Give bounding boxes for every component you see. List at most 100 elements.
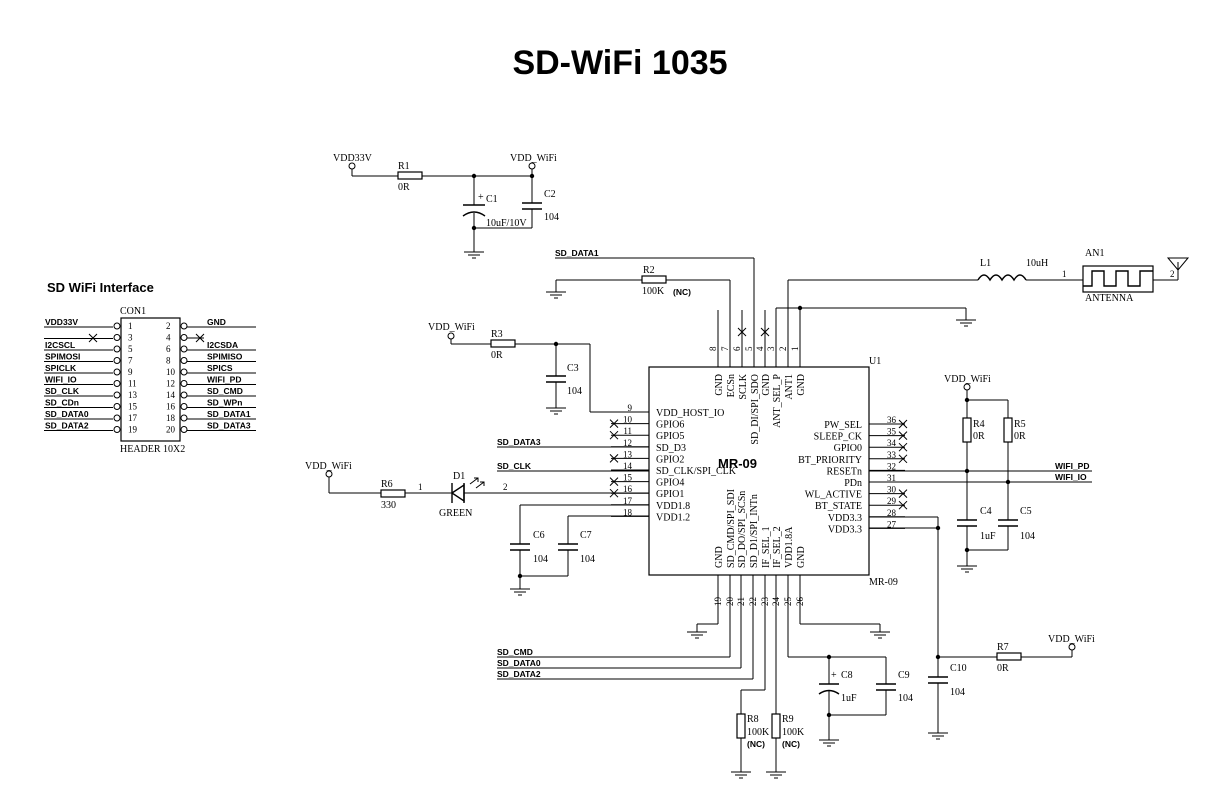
r6-value: 330 bbox=[381, 500, 396, 511]
core-supply-caps: C6 104 C7 104 bbox=[510, 504, 649, 596]
con1-pin-number: 20 bbox=[166, 425, 176, 435]
u1-right-pin-name: WL_ACTIVE bbox=[805, 490, 862, 501]
u1-right-pin-name: GPIO0 bbox=[834, 443, 862, 454]
con1-right-label: SD_DATA3 bbox=[207, 421, 251, 431]
led-light-icon bbox=[469, 477, 485, 489]
con1-left-label: VDD33V bbox=[45, 317, 78, 327]
c8-ref: C8 bbox=[841, 670, 853, 681]
ground-symbol bbox=[870, 631, 890, 639]
r4-resistor bbox=[962, 417, 972, 443]
net-label-sd-data1: SD_DATA1 bbox=[555, 248, 599, 258]
vdd33-supply: R7 0R VDD_WiFi C10 104 bbox=[869, 516, 1095, 740]
junction bbox=[517, 573, 523, 579]
sd-wifi-interface: SD WiFi Interface CON1 HEADER 10X2 1VDD3… bbox=[44, 280, 256, 455]
u1-left-pin-number: 16 bbox=[623, 484, 633, 494]
r3-ref: R3 bbox=[491, 329, 503, 340]
right-reset-section: VDD_WiFi R4 0R R5 0R WIFI_PD WIFI_IO C4 … bbox=[869, 374, 1092, 573]
r9-ref: R9 bbox=[782, 714, 794, 725]
c6-value: 104 bbox=[533, 554, 548, 565]
top-left-section: SD_DATA1 R2 100K (NC) bbox=[546, 248, 755, 310]
c9-ref: C9 bbox=[898, 670, 910, 681]
u1-bottom-pin-name: GND bbox=[796, 546, 807, 568]
an1-pin1: 1 bbox=[1062, 269, 1067, 279]
r7-resistor bbox=[996, 652, 1022, 661]
con1-pin-socket bbox=[113, 380, 121, 387]
u1-right-pin-number: 34 bbox=[887, 438, 897, 448]
ground-symbol bbox=[766, 771, 786, 779]
vdd-wifi-label: VDD_WiFi bbox=[1048, 634, 1095, 645]
con1-ref: CON1 bbox=[120, 306, 146, 317]
con1-body bbox=[120, 317, 181, 442]
r2-value: 100K bbox=[642, 286, 665, 297]
con1-right-label: I2CSDA bbox=[207, 340, 238, 350]
r6-ref: R6 bbox=[381, 479, 393, 490]
junction bbox=[471, 225, 477, 231]
r4-ref: R4 bbox=[973, 419, 985, 430]
con1-right-label: SPIMISO bbox=[207, 352, 243, 362]
host-io-supply: VDD_WiFi R3 0R C3 104 bbox=[428, 322, 649, 415]
r9-resistor bbox=[771, 713, 781, 739]
c3-value: 104 bbox=[567, 386, 582, 397]
u1-right-pin-number: 35 bbox=[887, 427, 897, 437]
u1-bottom-pin-number: 26 bbox=[795, 597, 805, 607]
junction bbox=[964, 547, 970, 553]
r8-nc: (NC) bbox=[747, 739, 765, 749]
vdd-wifi-port bbox=[447, 332, 455, 340]
c2-value: 104 bbox=[544, 212, 559, 223]
r8-value: 100K bbox=[747, 727, 770, 738]
vdd33v-label: VDD33V bbox=[333, 153, 373, 164]
u1-top-pin-name: GND bbox=[714, 374, 725, 396]
r5-resistor bbox=[1003, 417, 1013, 443]
con1-right-label: SD_CMD bbox=[207, 386, 243, 396]
con1-left-label: SD_DATA0 bbox=[45, 409, 89, 419]
an1-pin2: 2 bbox=[1170, 269, 1175, 279]
con1-pin-number: 7 bbox=[128, 356, 133, 366]
u1-bottom-pin-name: SD_DO/SPI_SCSn bbox=[737, 491, 748, 568]
ground-symbol bbox=[731, 771, 751, 779]
con1-pin-number: 19 bbox=[128, 425, 138, 435]
c8-plate-curved bbox=[818, 689, 840, 695]
u1-left-pin-name: GPIO1 bbox=[656, 489, 684, 500]
an1-meander bbox=[1083, 270, 1153, 287]
u1-bottom-pin-name: GND bbox=[714, 546, 725, 568]
con1-left-label: I2CSCL bbox=[45, 340, 75, 350]
u1-left-pin-number: 13 bbox=[623, 449, 633, 459]
con1-pin-socket bbox=[113, 334, 121, 341]
ground-symbol bbox=[819, 739, 839, 747]
r3-value: 0R bbox=[491, 350, 503, 361]
u1-top-pin-name: ANT_SEL_P bbox=[772, 374, 783, 428]
an1-ref: AN1 bbox=[1085, 248, 1104, 259]
u1-left-pin-name: GPIO5 bbox=[656, 431, 684, 442]
r9-value: 100K bbox=[782, 727, 805, 738]
u1-part: MR-09 bbox=[869, 577, 898, 588]
ground-symbol bbox=[546, 291, 566, 299]
con1-pin-number: 8 bbox=[166, 356, 171, 366]
u1-left-pin-number: 11 bbox=[623, 426, 632, 436]
net-label-sd-data2: SD_DATA2 bbox=[497, 669, 541, 679]
con1-pin-socket bbox=[180, 368, 188, 376]
u1-top-pin-number: 1 bbox=[790, 347, 800, 352]
u1-top-pin-name: GND bbox=[796, 374, 807, 396]
u1-right-pin-number: 33 bbox=[887, 450, 897, 460]
r2-nc: (NC) bbox=[673, 287, 691, 297]
con1-left-label: SPICLK bbox=[45, 363, 77, 373]
u1-left-pin-name: SD_CLK/SPI_CLK bbox=[656, 466, 737, 477]
u1-top-pin-name: ECSn bbox=[726, 374, 737, 397]
c10-value: 104 bbox=[950, 687, 965, 698]
con1-right-label: SD_DATA1 bbox=[207, 409, 251, 419]
u1-top-pin-number: 8 bbox=[708, 346, 718, 351]
junction bbox=[797, 305, 803, 311]
u1-bottom-pin-number: 24 bbox=[771, 597, 781, 607]
con1-pin-number: 3 bbox=[128, 333, 133, 343]
r2-resistor bbox=[641, 275, 667, 284]
u1-top-pin-name: SCLK bbox=[738, 373, 749, 399]
no-connect-icon bbox=[898, 442, 908, 452]
con1-pin-socket bbox=[113, 368, 121, 376]
c4-value: 1uF bbox=[980, 531, 996, 542]
con1-pin-socket bbox=[113, 345, 121, 353]
u1-left-pin-name: VDD_HOST_IO bbox=[656, 408, 724, 419]
d1-ref: D1 bbox=[453, 471, 465, 482]
d1-pin1: 1 bbox=[418, 482, 423, 492]
ground-symbol bbox=[956, 319, 976, 327]
